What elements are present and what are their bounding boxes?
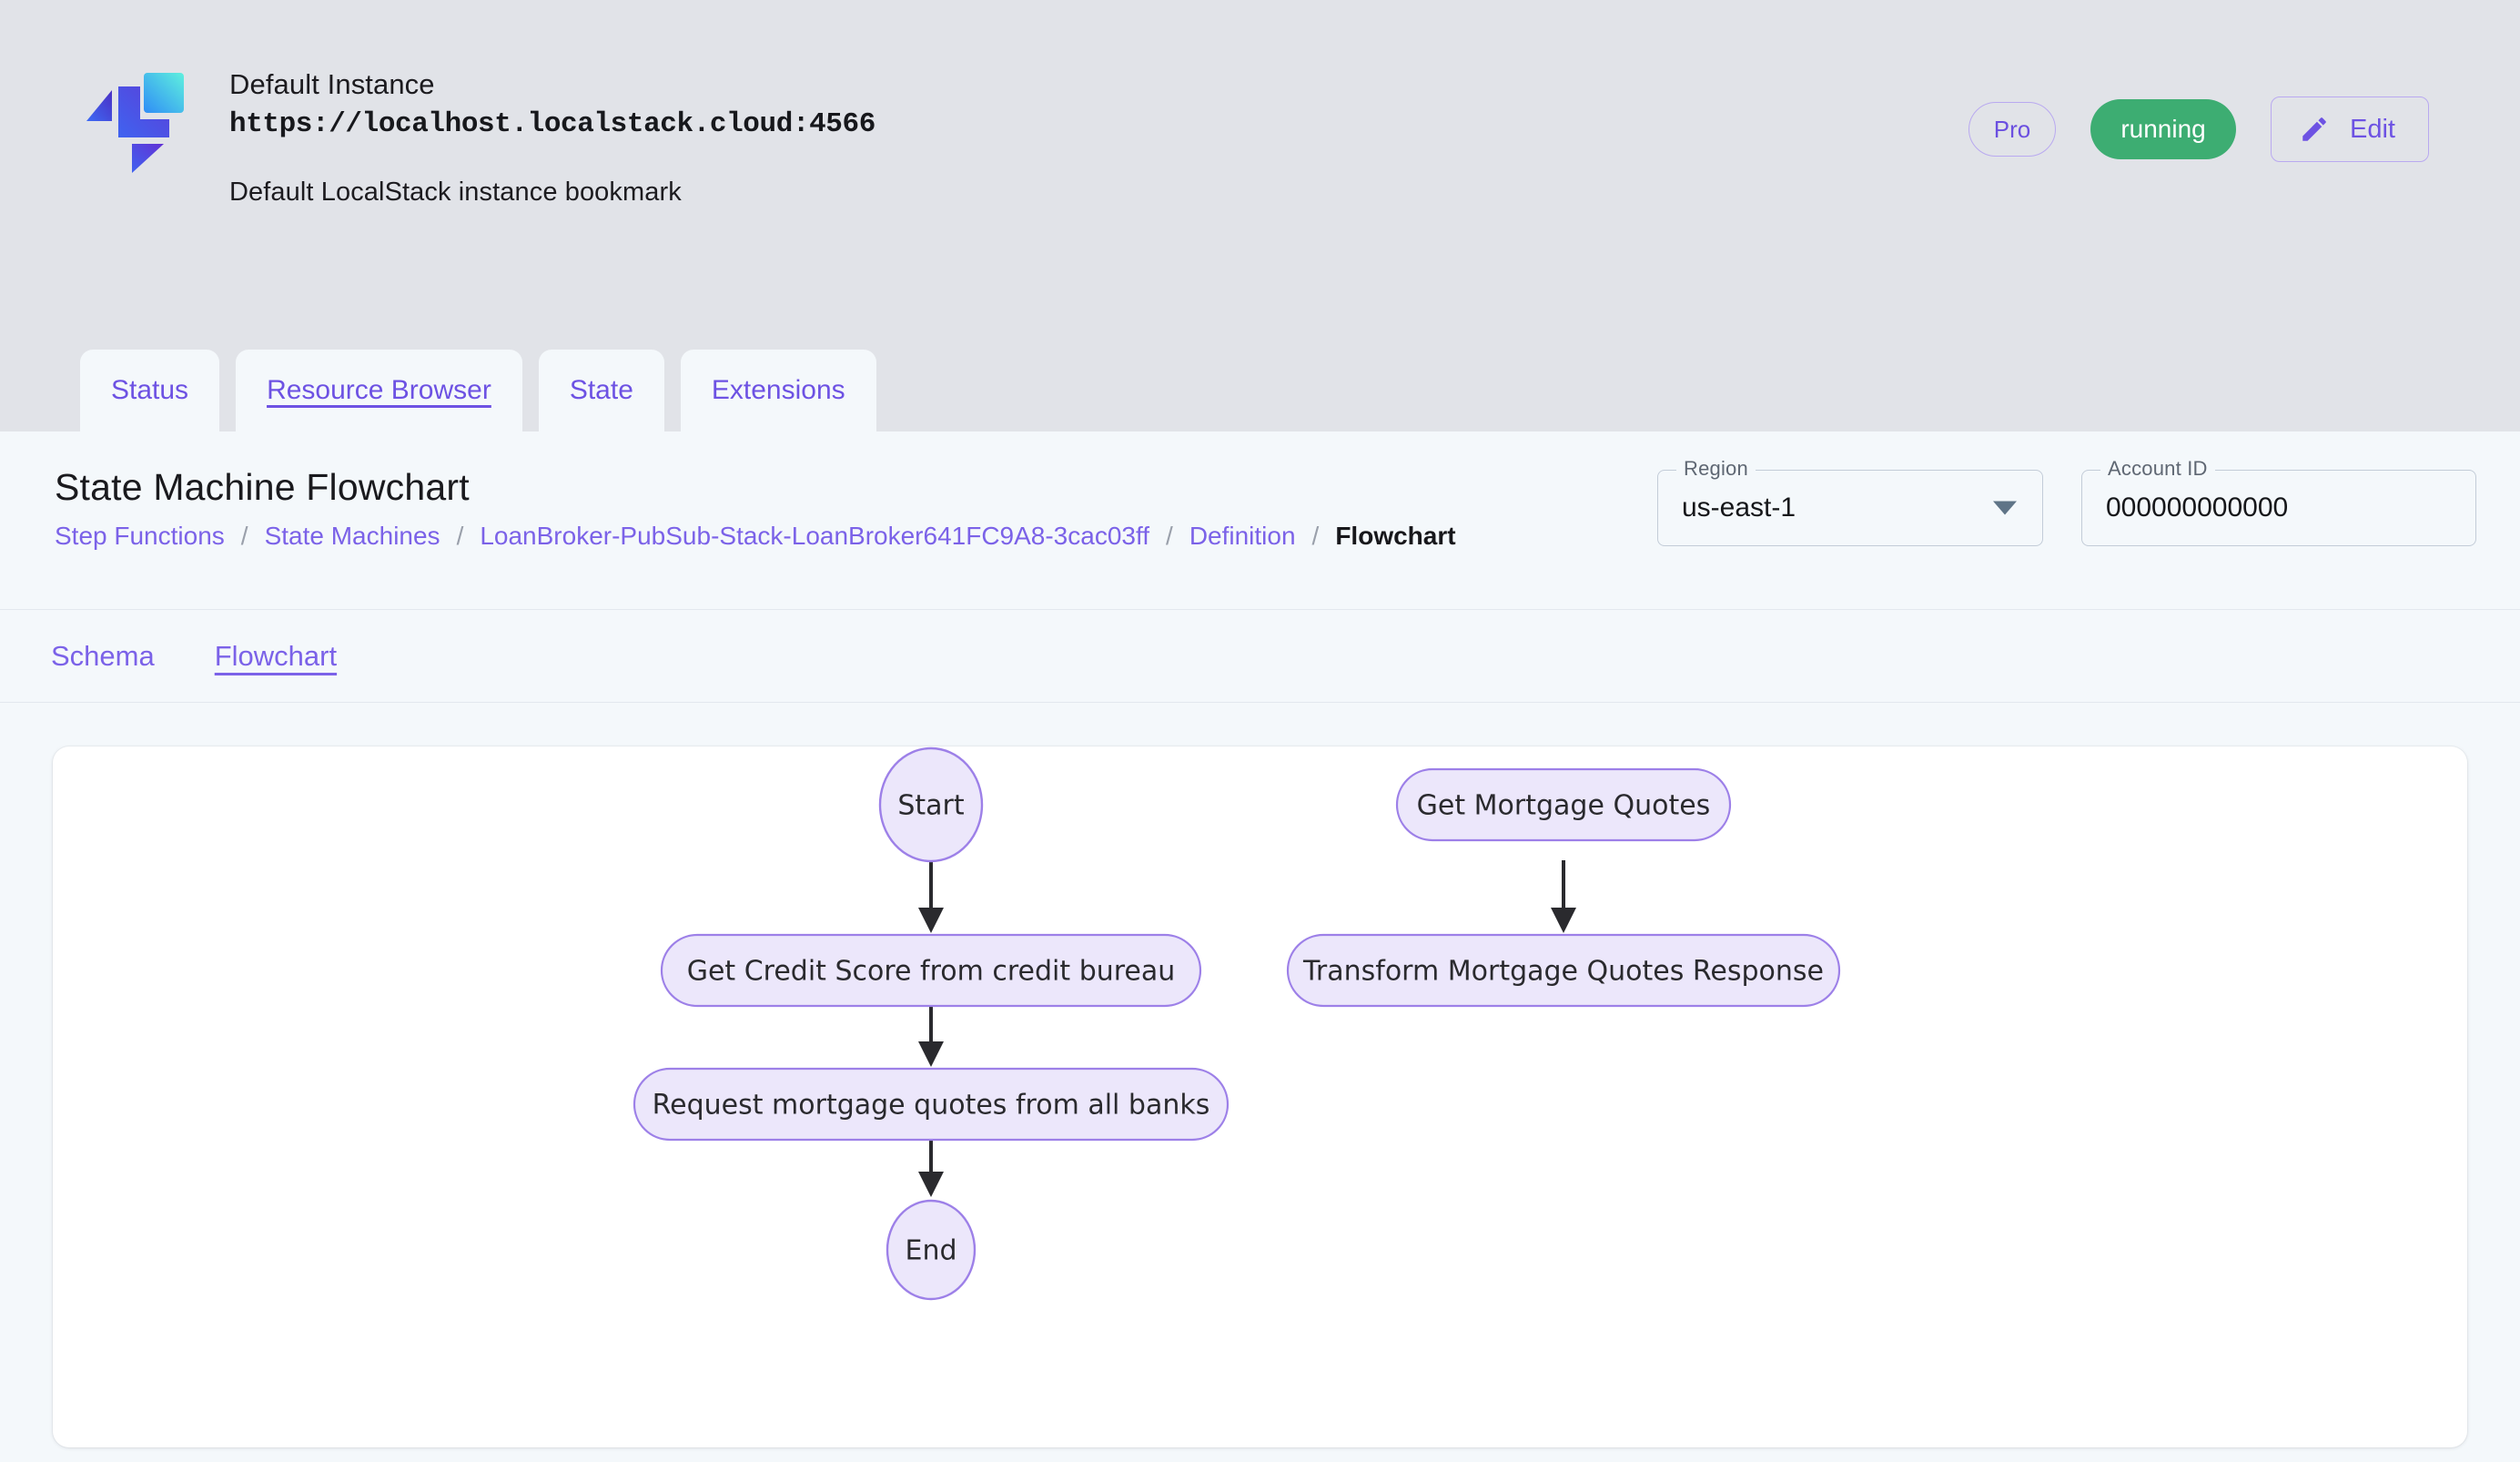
- chevron-down-icon: [1993, 501, 2017, 515]
- pro-badge[interactable]: Pro: [1968, 102, 2057, 157]
- flowchart-node-get-mortgage-quotes-label: Get Mortgage Quotes: [1417, 790, 1711, 822]
- instance-name: Default Instance: [229, 68, 435, 100]
- header-actions: Pro running Edit: [1968, 96, 2429, 162]
- breadcrumb-separator: /: [456, 522, 464, 550]
- pro-badge-label: Pro: [1993, 115, 2031, 143]
- flowchart-section: Start Get Credit Score from credit burea…: [0, 703, 2520, 1447]
- account-id-field-legend: Account ID: [2100, 457, 2215, 481]
- flowchart-node-start[interactable]: Start: [878, 746, 984, 863]
- view-subtabs: Schema Flowchart: [0, 610, 2520, 703]
- region-select[interactable]: Region us-east-1: [1657, 457, 2043, 546]
- subtab-flowchart[interactable]: Flowchart: [214, 639, 338, 672]
- tab-state[interactable]: State: [538, 350, 664, 431]
- localstack-logo-icon: [82, 73, 184, 173]
- page-title: State Machine Flowchart: [55, 466, 470, 508]
- flowchart-edge-quotes-to-transform: [1551, 860, 1576, 933]
- flowchart-node-request-label: Request mortgage quotes from all banks: [653, 1090, 1210, 1122]
- edit-button[interactable]: Edit: [2271, 96, 2429, 162]
- breadcrumb-item-step-functions[interactable]: Step Functions: [55, 522, 225, 550]
- instance-summary: Default Instance https://localhost.local…: [0, 0, 2520, 208]
- instance-endpoint-url: https://localhost.localstack.cloud:4566: [229, 107, 875, 140]
- breadcrumb-item-flowchart: Flowchart: [1335, 522, 1456, 550]
- flowchart-node-get-mortgage-quotes[interactable]: Get Mortgage Quotes: [1395, 767, 1732, 842]
- region-select-value: us-east-1: [1682, 492, 1796, 523]
- titlebar-fields: Region us-east-1 Account ID 000000000000: [1657, 457, 2476, 546]
- breadcrumb-item-definition[interactable]: Definition: [1189, 522, 1296, 550]
- tab-extensions[interactable]: Extensions: [680, 350, 876, 431]
- tab-state-label: State: [569, 375, 633, 405]
- flowchart-canvas[interactable]: Start Get Credit Score from credit burea…: [53, 746, 2467, 1447]
- flowchart-edge-start-to-credit: [918, 860, 944, 933]
- flowchart-node-credit[interactable]: Get Credit Score from credit bureau: [660, 933, 1202, 1008]
- flowchart-svg: Start Get Credit Score from credit burea…: [633, 746, 1841, 1301]
- region-select-legend: Region: [1676, 457, 1756, 481]
- breadcrumb-item-state-machine-name[interactable]: LoanBroker-PubSub-Stack-LoanBroker641FC9…: [480, 522, 1150, 550]
- instance-tabs: Status Resource Browser State Extensions: [80, 350, 876, 431]
- tab-extensions-label: Extensions: [711, 375, 845, 405]
- flowchart-node-start-label: Start: [897, 790, 965, 822]
- status-badge-label: running: [2120, 115, 2206, 143]
- edit-button-label: Edit: [2350, 114, 2395, 144]
- breadcrumb-separator: /: [240, 522, 248, 550]
- flowchart-node-credit-label: Get Credit Score from credit bureau: [687, 956, 1176, 988]
- flowchart-node-transform-response[interactable]: Transform Mortgage Quotes Response: [1286, 933, 1841, 1008]
- breadcrumb: Step Functions / State Machines / LoanBr…: [55, 522, 2520, 551]
- tab-resource-browser[interactable]: Resource Browser: [236, 350, 522, 431]
- tab-resource-browser-label: Resource Browser: [267, 375, 491, 405]
- breadcrumb-separator: /: [1311, 522, 1320, 550]
- instance-description: Default LocalStack instance bookmark: [229, 178, 682, 208]
- subtab-schema[interactable]: Schema: [51, 639, 155, 672]
- flowchart-node-transform-response-label: Transform Mortgage Quotes Response: [1302, 956, 1824, 988]
- tab-status-label: Status: [111, 375, 189, 405]
- instance-header: Default Instance https://localhost.local…: [0, 0, 2520, 431]
- flowchart-node-end[interactable]: End: [886, 1199, 977, 1301]
- breadcrumb-item-state-machines[interactable]: State Machines: [264, 522, 440, 550]
- flowchart-node-request[interactable]: Request mortgage quotes from all banks: [633, 1067, 1230, 1142]
- account-id-field-value: 000000000000: [2106, 492, 2289, 523]
- account-id-field[interactable]: Account ID 000000000000: [2081, 457, 2476, 546]
- breadcrumb-separator: /: [1166, 522, 1173, 550]
- tab-status[interactable]: Status: [80, 350, 220, 431]
- status-badge[interactable]: running: [2090, 99, 2237, 159]
- pencil-icon: [2299, 114, 2330, 145]
- page-titlebar: State Machine Flowchart Step Functions /…: [0, 431, 2520, 610]
- flowchart-node-end-label: End: [905, 1235, 956, 1267]
